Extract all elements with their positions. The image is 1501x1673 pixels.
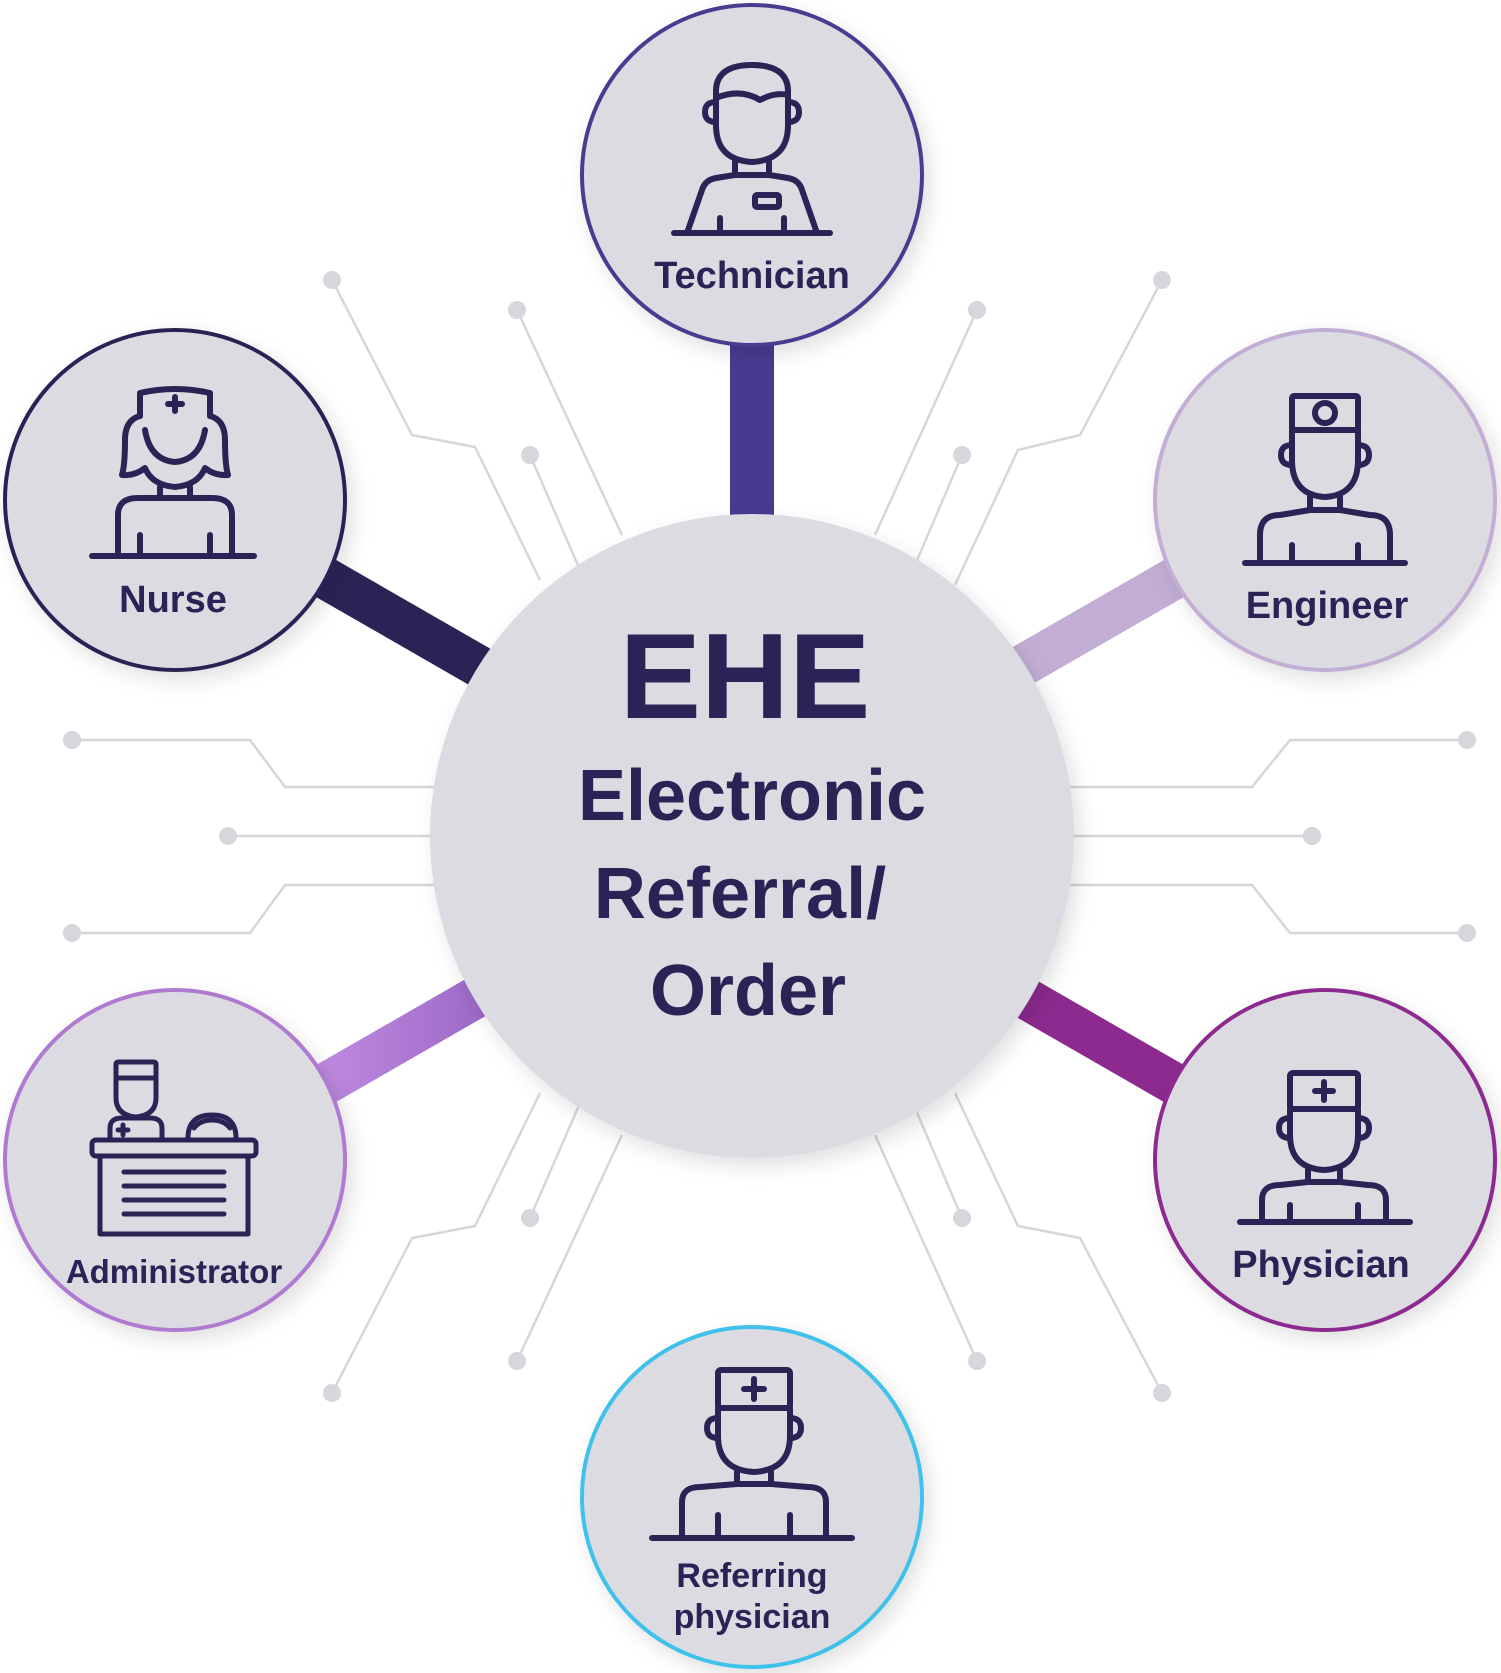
nurse-icon	[89, 386, 257, 559]
center-title: EHE	[620, 608, 871, 744]
center-line-1: Electronic	[578, 756, 926, 836]
referring-label-line-1: Referring	[676, 1557, 827, 1595]
node-administrator[interactable]: Administrator	[3, 988, 347, 1332]
node-technician[interactable]: Technician	[580, 3, 924, 347]
node-referring-physician[interactable]: Referring physician	[580, 1325, 924, 1669]
center-line-2: Referral/	[594, 854, 886, 934]
connector-engineer	[1009, 556, 1191, 686]
circuit-lines	[72, 279, 1467, 1394]
connectors	[309, 330, 1191, 1340]
referring-label-line-2: physician	[674, 1598, 831, 1636]
engineer-label: Engineer	[1246, 585, 1409, 627]
connector-physician	[1009, 976, 1191, 1106]
physician-label: Physician	[1232, 1244, 1409, 1286]
nurse-label: Nurse	[119, 579, 227, 621]
node-nurse[interactable]: Nurse	[3, 328, 347, 672]
technician-icon	[671, 62, 833, 236]
connector-administrator	[309, 976, 491, 1106]
node-physician[interactable]: Physician	[1153, 988, 1497, 1332]
physician-icon	[1237, 1070, 1413, 1225]
connector-nurse	[309, 556, 491, 686]
node-engineer[interactable]: Engineer	[1153, 328, 1497, 672]
technician-label: Technician	[654, 255, 850, 297]
center-line-3: Order	[650, 951, 846, 1031]
administrator-label: Administrator	[66, 1253, 283, 1290]
circuit-dots	[63, 271, 1476, 1402]
administrator-icon	[89, 1059, 259, 1237]
referring-physician-icon	[649, 1367, 855, 1541]
center-hub: EHE Electronic Referral/ Order	[430, 514, 1074, 1158]
engineer-icon	[1242, 393, 1408, 566]
